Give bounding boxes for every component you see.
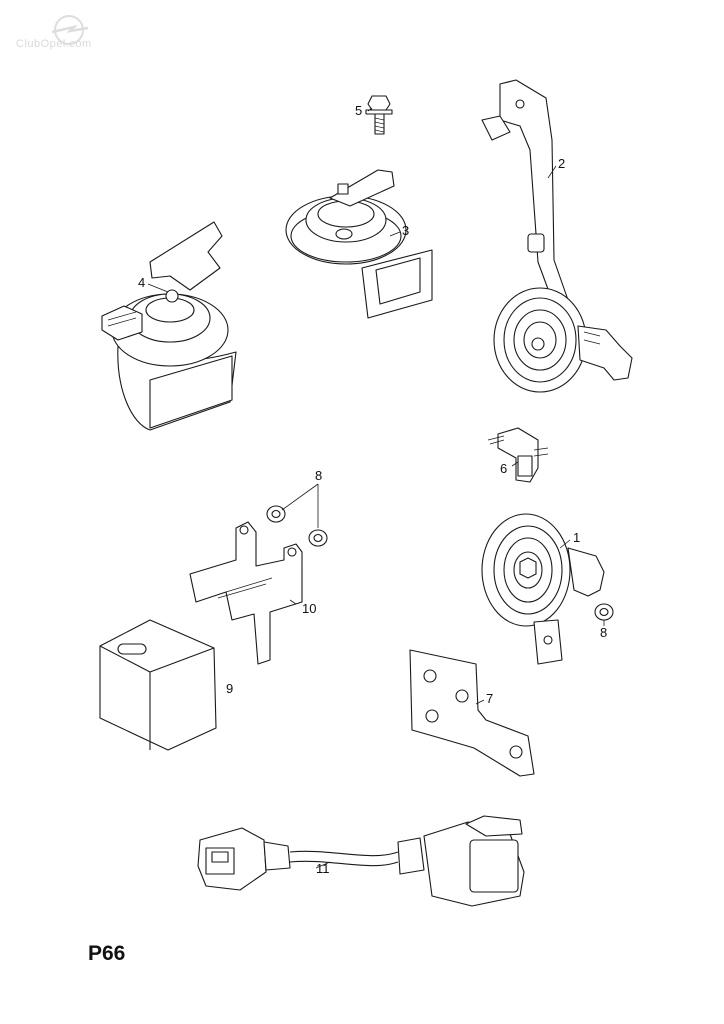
callout-8-top: 8 bbox=[315, 468, 323, 483]
part-3-horn bbox=[285, 169, 433, 319]
part-5-bolt bbox=[365, 95, 393, 135]
watermark-text: ClubOpel.com bbox=[16, 38, 92, 50]
part-10-bracket bbox=[189, 521, 303, 665]
part-6-clip bbox=[487, 427, 549, 483]
part-8-nut-a bbox=[266, 505, 328, 547]
callout-10: 10 bbox=[302, 601, 317, 616]
part-7-plate bbox=[409, 649, 535, 777]
callout-8-right: 8 bbox=[600, 625, 608, 640]
callout-7: 7 bbox=[486, 691, 494, 706]
page-code: P66 bbox=[88, 942, 126, 965]
callout-1: 1 bbox=[573, 530, 581, 545]
part-2-horn-bracket bbox=[481, 79, 633, 393]
leader-lines bbox=[147, 107, 605, 869]
callout-5: 5 bbox=[355, 103, 363, 118]
callout-11: 11 bbox=[316, 861, 330, 876]
part-8-nut-b bbox=[594, 603, 614, 621]
part-1-horn bbox=[481, 513, 605, 665]
callout-4: 4 bbox=[138, 275, 146, 290]
part-11-harness bbox=[197, 815, 525, 907]
callout-6: 6 bbox=[500, 461, 508, 476]
callout-3: 3 bbox=[402, 223, 410, 238]
opel-lightning-logo-icon bbox=[51, 15, 89, 45]
callout-2: 2 bbox=[558, 156, 566, 171]
part-4-horn bbox=[101, 221, 237, 431]
callout-9: 9 bbox=[226, 681, 234, 696]
part-9-relay-cover bbox=[99, 619, 217, 751]
watermark bbox=[14, 10, 124, 60]
